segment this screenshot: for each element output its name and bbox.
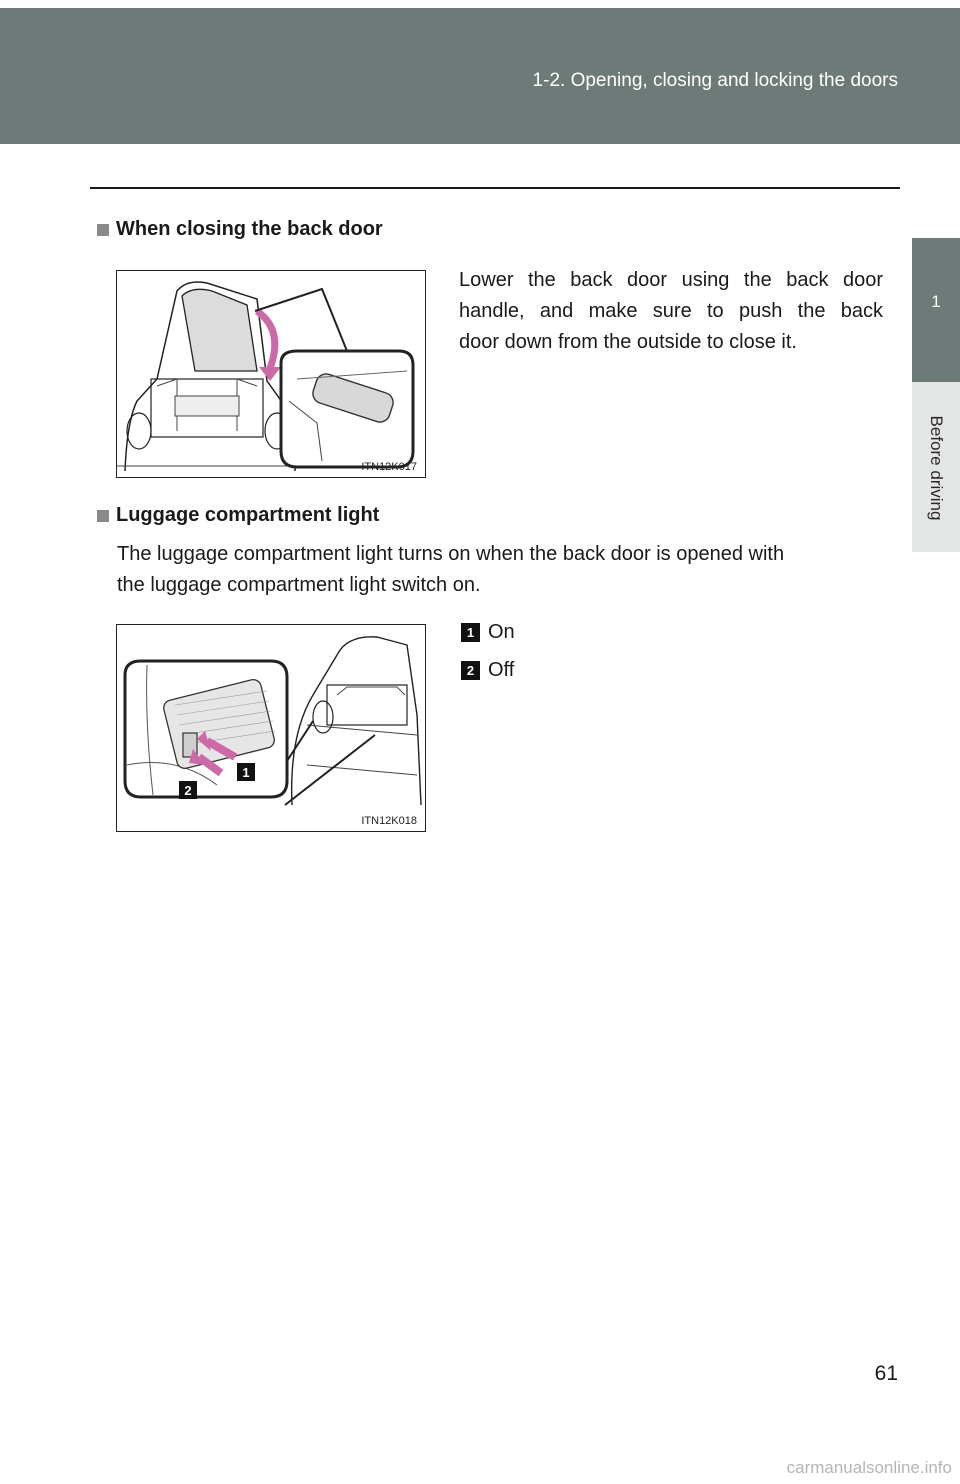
bullet-square-icon: [97, 509, 109, 522]
callout-number-1: 1: [461, 623, 480, 642]
section-title: 1-2. Opening, closing and locking the do…: [532, 70, 898, 91]
page-header: 1-2. Opening, closing and locking the do…: [0, 8, 960, 144]
page-number: 61: [874, 1362, 898, 1385]
bullet-square-icon: [97, 223, 109, 236]
back-door-illustration: [117, 281, 415, 472]
closing-instructions: Lower the back door using the back door …: [459, 269, 883, 353]
section-heading-luggage-light: Luggage compartment light: [97, 504, 379, 527]
light-switch-illustration: 1 2: [123, 636, 422, 806]
section-heading-closing-back-door: When closing the back door: [97, 218, 383, 241]
figure-closing-back-door: ITN12K017: [116, 270, 426, 478]
watermark: carmanualsonline.info: [786, 1458, 952, 1477]
chapter-number: 1: [931, 292, 941, 311]
figure-code: ITN12K017: [361, 461, 417, 473]
header-rule: [90, 187, 900, 189]
svg-text:2: 2: [184, 783, 191, 798]
callout-off: 2 Off: [461, 659, 514, 682]
callout-on: 1 On: [461, 621, 515, 644]
figure-code: ITN12K018: [361, 815, 417, 827]
callout-number-2: 2: [461, 661, 480, 680]
figure-luggage-light-switch: 1 2 ITN12K018: [116, 624, 426, 832]
chapter-tab: [912, 238, 960, 382]
chapter-tab-label-bg: [912, 382, 960, 552]
chapter-title: Before driving: [927, 415, 946, 521]
svg-text:1: 1: [242, 765, 249, 780]
luggage-light-description: The luggage compartment light turns on w…: [117, 543, 785, 596]
